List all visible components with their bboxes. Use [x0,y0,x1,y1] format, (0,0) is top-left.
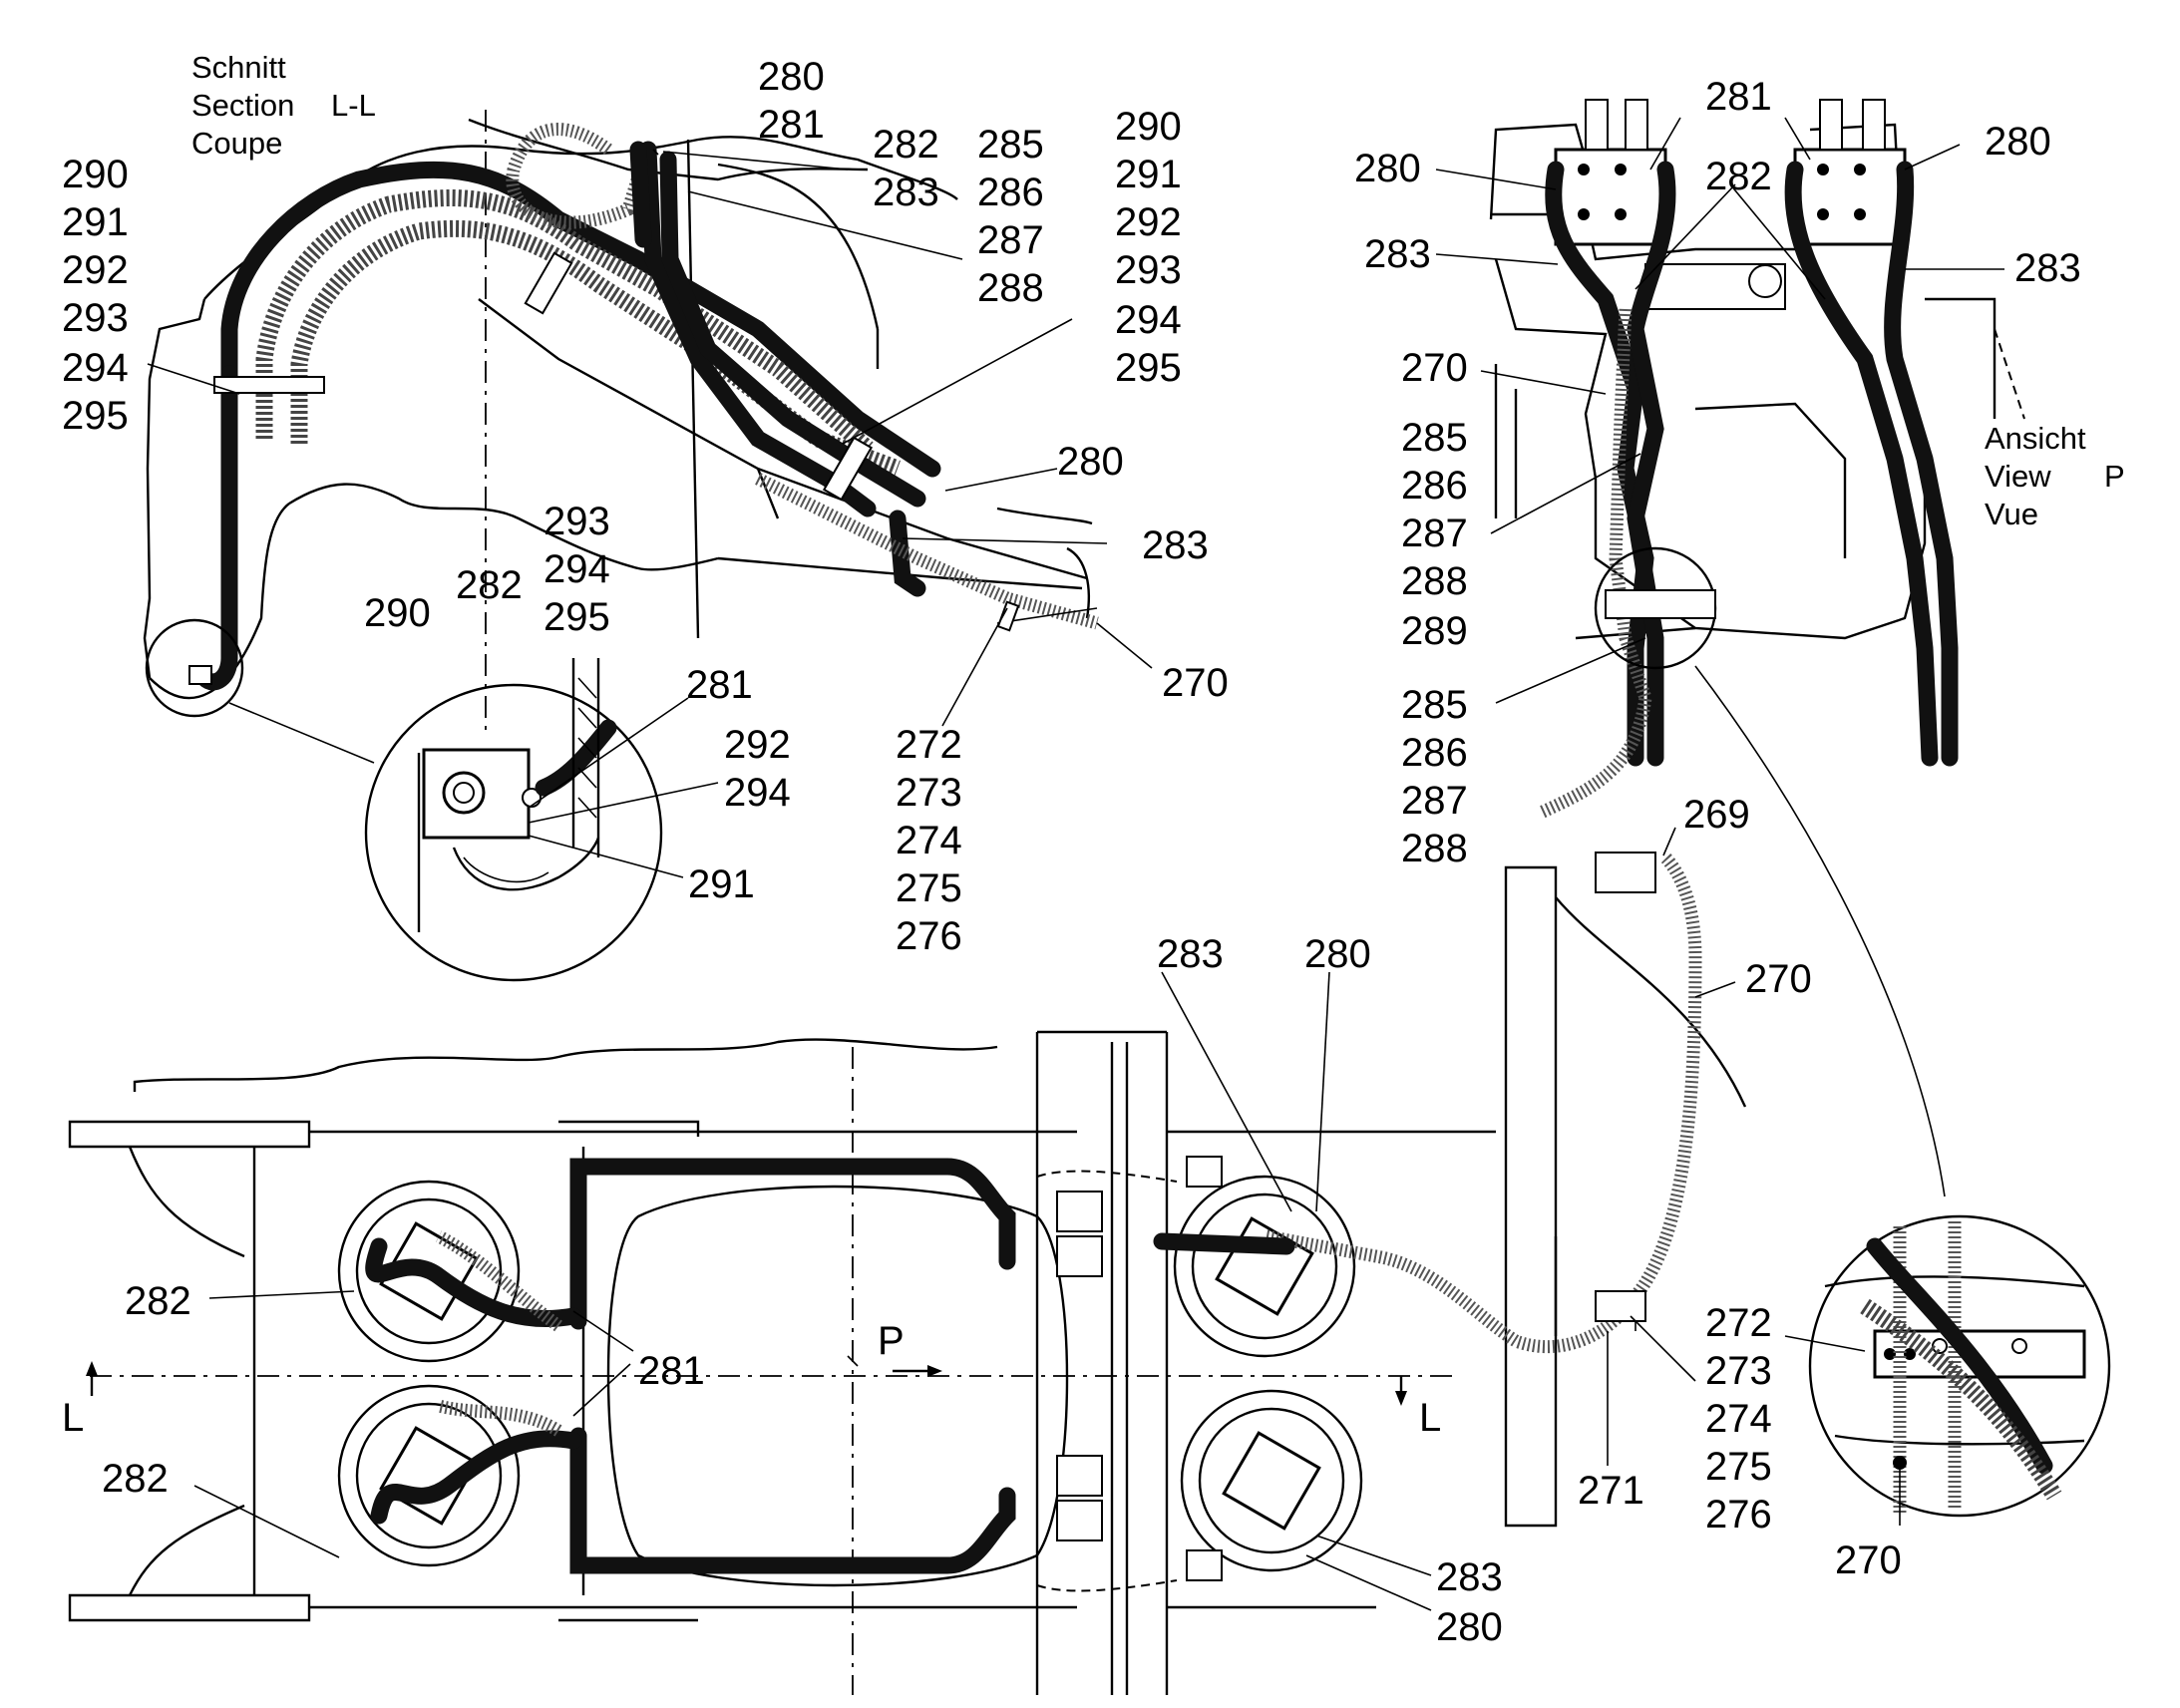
part-label: 287 [977,218,1044,262]
caption-ansicht: Ansicht [1985,421,2086,456]
part-label: 270 [1835,1538,1902,1582]
part-label: 280 [1304,932,1371,976]
part-label: 291 [1115,153,1182,196]
motor-lower-right [1180,1389,1363,1572]
part-label: 289 [1401,609,1468,653]
part-label: 283 [1364,232,1431,276]
part-label: 285 [977,123,1044,167]
part-label: 293 [1115,248,1182,292]
part-label: 288 [1401,827,1468,870]
part-label: 275 [1705,1445,1772,1489]
part-label: 294 [62,346,129,390]
section-view-l-l [143,110,1099,982]
section-caption: Schnitt Section Coupe L-L [191,50,376,161]
part-label: 271 [1578,1469,1644,1513]
part-label: 282 [873,123,939,167]
plan-view [68,852,1747,1695]
view-marker: P [878,1319,905,1363]
part-label: 270 [1162,661,1229,705]
part-label: 287 [1401,512,1468,555]
part-label: 294 [544,547,610,591]
part-label: 294 [724,771,791,815]
part-label: 286 [1401,731,1468,775]
part-label: 292 [724,723,791,767]
part-label: 281 [758,103,825,147]
part-label: 294 [1115,298,1182,342]
leader-lines [147,117,2004,1611]
caption-section: Section [191,88,294,123]
part-label: 287 [1401,779,1468,823]
part-label: 288 [977,266,1044,310]
part-label: 269 [1683,793,1750,837]
part-label: 290 [1115,105,1182,149]
caption-coupe: Coupe [191,126,282,161]
part-label: 295 [62,394,129,438]
part-label: 282 [456,563,523,607]
view-caption: Ansicht View Vue P [1985,421,2125,531]
caption-section-ref: L-L [331,88,376,123]
part-label: 280 [1354,147,1421,190]
part-label: 283 [1142,523,1209,567]
detail-circle-bottom-right [1808,1214,2111,1518]
caption-view-ref: P [2104,459,2125,494]
part-label: 291 [62,200,129,244]
part-label: 293 [544,500,610,543]
part-label: 270 [1401,346,1468,390]
part-label: 295 [544,595,610,639]
part-label: 290 [364,591,431,635]
part-label: 286 [977,171,1044,214]
part-label: 282 [125,1279,191,1323]
part-label: 272 [896,723,962,767]
part-labels: 280 281 282 283 285 286 287 288 290 291 … [62,55,2081,1649]
part-label: 280 [1985,120,2051,164]
part-label: 276 [896,914,962,958]
part-label: 292 [62,248,129,292]
part-label: 280 [758,55,825,99]
view-p [1489,99,2025,1197]
part-label: 285 [1401,683,1468,727]
part-label: 281 [686,663,753,707]
part-label: 293 [62,296,129,340]
part-label: 281 [638,1349,705,1393]
part-label: 272 [1705,1301,1772,1345]
part-label: 276 [1705,1493,1772,1537]
caption-schnitt: Schnitt [191,50,286,85]
part-label: 282 [102,1457,169,1501]
section-marker-left: L [62,1396,84,1440]
part-label: 282 [1705,155,1772,198]
part-label: 283 [2014,246,2081,290]
part-label: 295 [1115,346,1182,390]
part-label: 275 [896,866,962,910]
part-label: 274 [1705,1397,1772,1441]
part-label: 280 [1436,1605,1503,1649]
part-label: 286 [1401,464,1468,508]
part-label: 274 [896,819,962,862]
part-label: 270 [1745,957,1812,1001]
caption-view: View [1985,459,2051,494]
motor-upper-right [1173,1175,1356,1358]
part-label: 291 [688,862,755,906]
part-label: 283 [873,171,939,214]
part-label: 273 [1705,1349,1772,1393]
caption-vue: Vue [1985,497,2038,531]
part-label: 283 [1157,932,1224,976]
part-label: 273 [896,771,962,815]
section-marker-right: L [1419,1396,1441,1440]
part-label: 288 [1401,559,1468,603]
part-label: 285 [1401,416,1468,460]
part-label: 292 [1115,200,1182,244]
part-label: 283 [1436,1555,1503,1599]
part-label: 290 [62,153,129,196]
part-label: 281 [1705,75,1772,119]
part-label: 280 [1057,440,1124,484]
detail-enlargement-circle [364,658,663,982]
